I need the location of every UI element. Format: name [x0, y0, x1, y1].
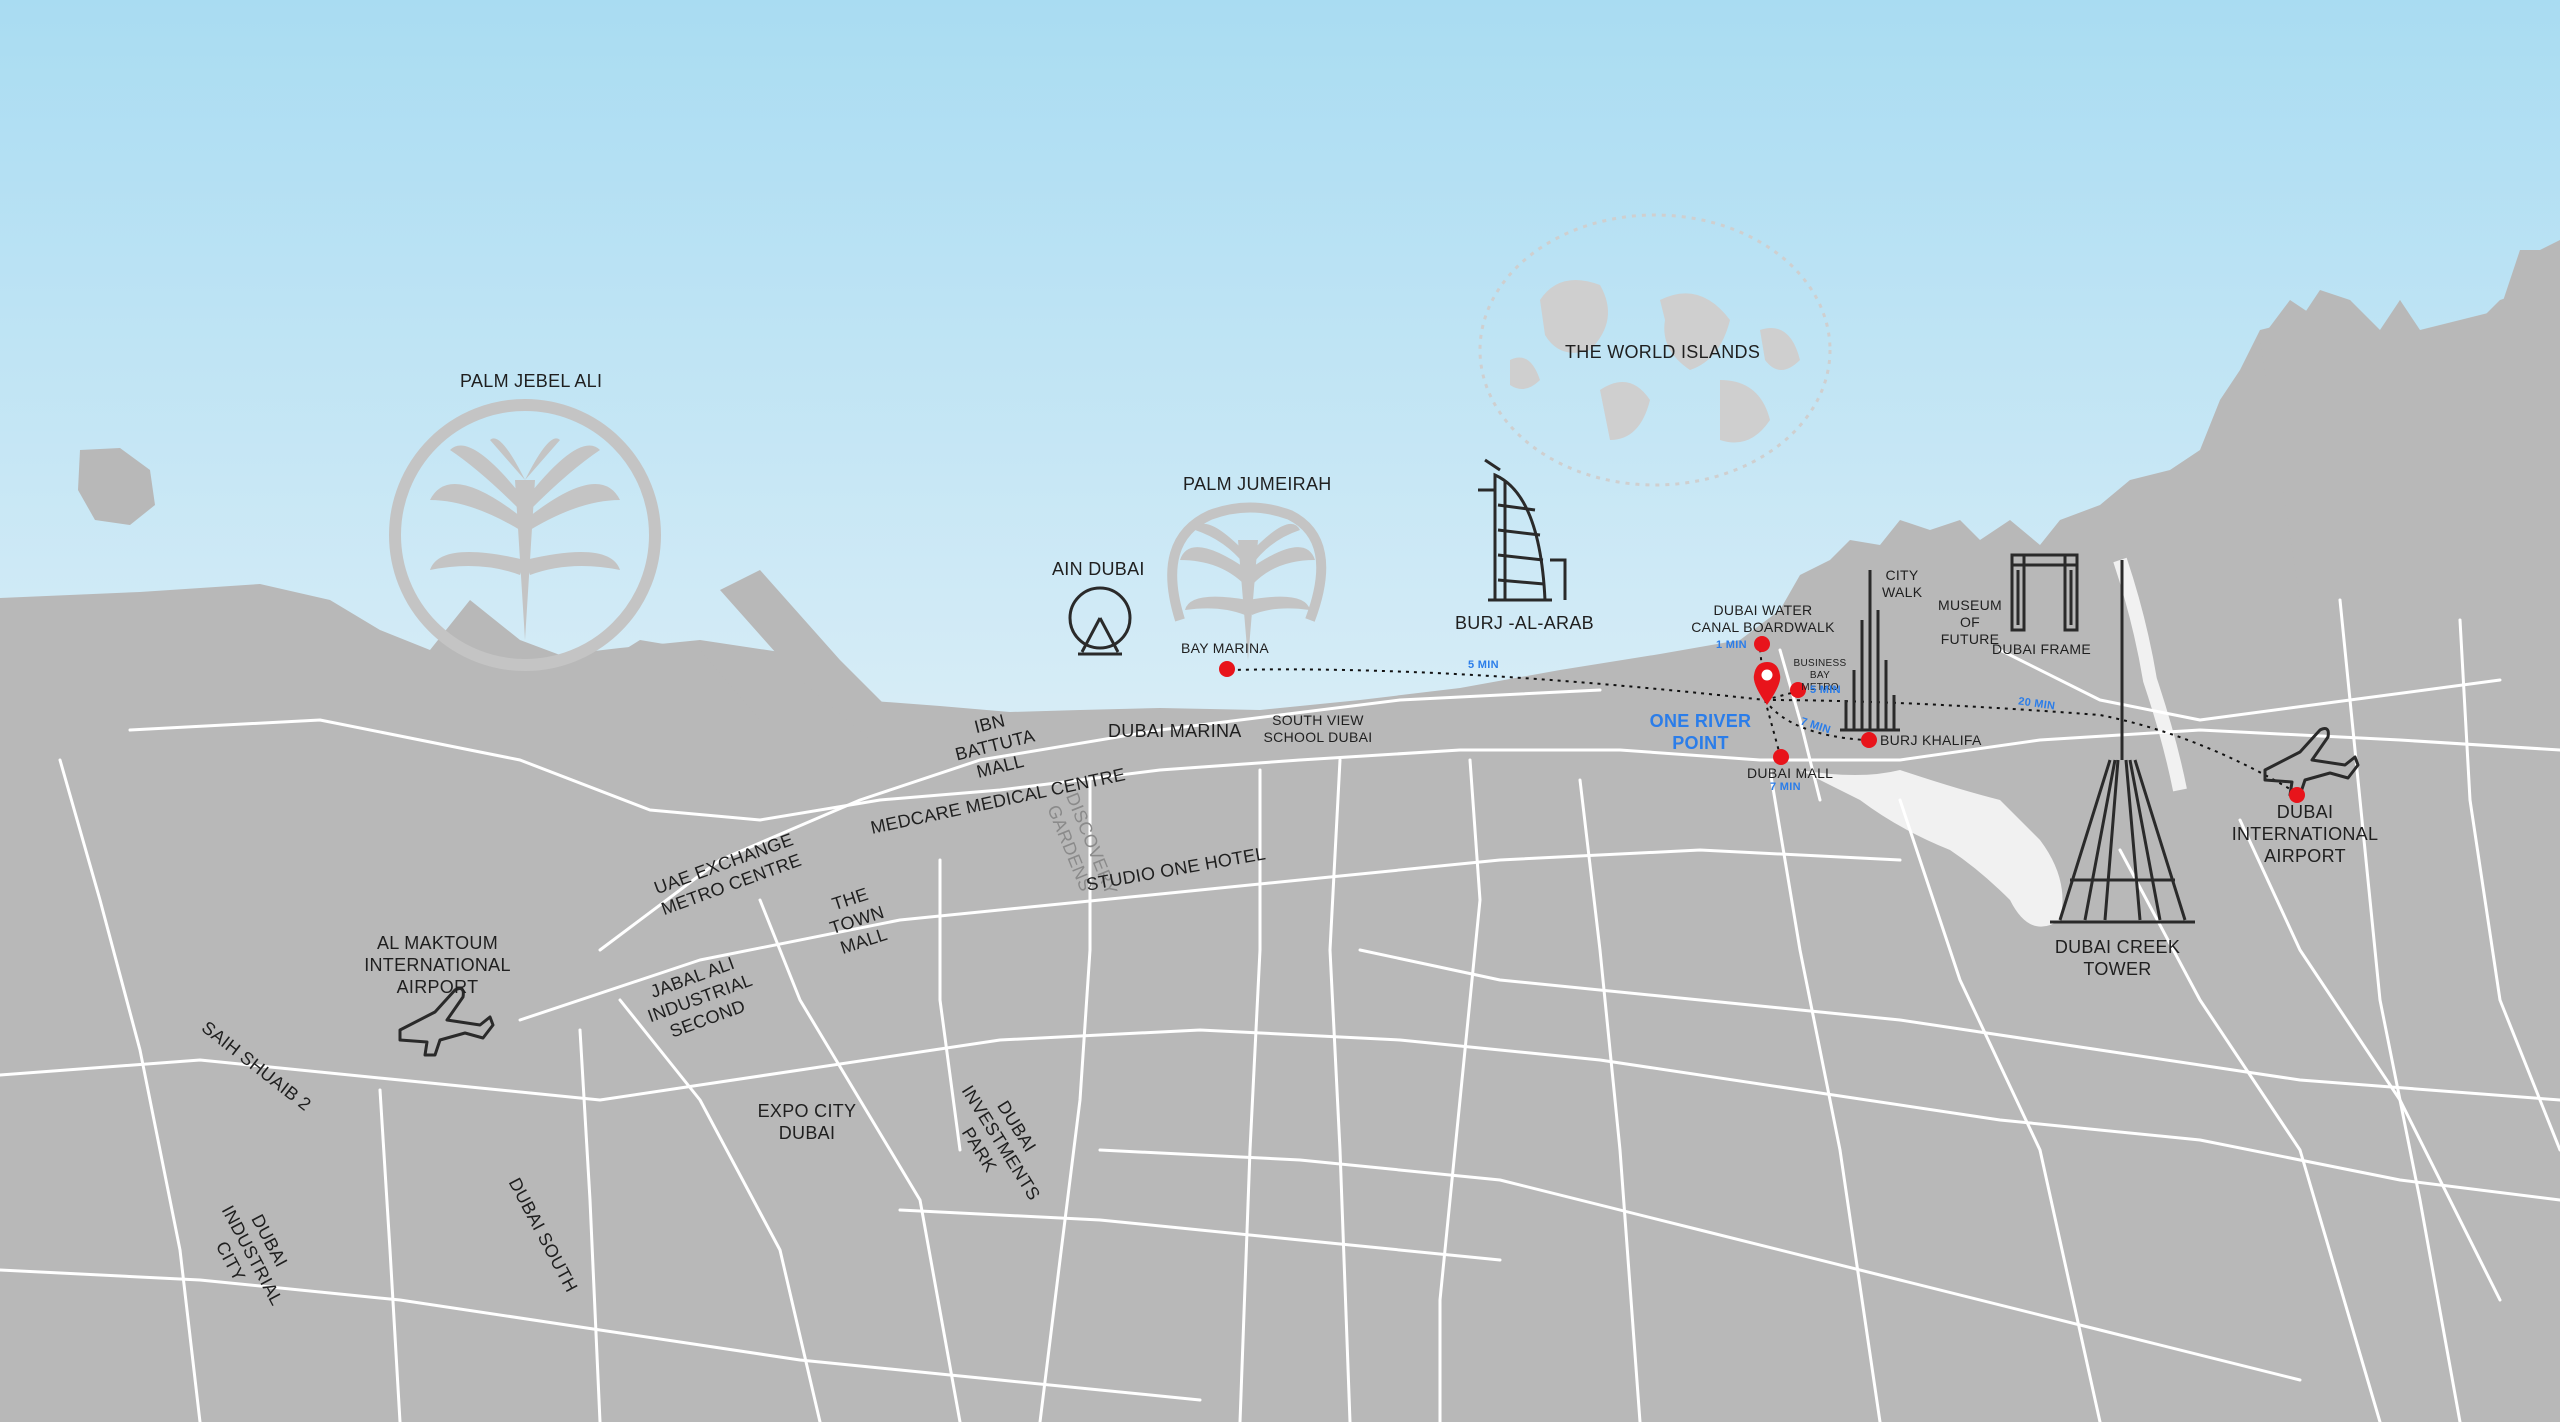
burj-khalifa-icon	[1840, 570, 1900, 732]
one-river-point-pin[interactable]	[1753, 662, 1781, 705]
marker-burj-khalifa[interactable]	[1861, 732, 1877, 748]
palm-jebel-ali-fronds	[430, 438, 620, 640]
marker-bay-marina[interactable]	[1219, 661, 1235, 677]
ain-dubai-icon	[1068, 586, 1132, 656]
deira-coast	[2260, 300, 2560, 600]
burj-al-arab-icon	[1478, 458, 1567, 602]
label-dubai-marina: DUBAI MARINA	[1108, 721, 1242, 741]
label-dubai-frame: DUBAI FRAME	[1992, 641, 2091, 657]
label-ain-dubai: AIN DUBAI	[1052, 559, 1145, 579]
marker-dubai-airport[interactable]	[2289, 787, 2305, 803]
label-south-view-school: SOUTH VIEW SCHOOL DUBAI	[1263, 712, 1373, 745]
al-maktoum-plane-icon	[398, 987, 495, 1057]
dubai-creek-tower-icon	[2050, 560, 2195, 924]
world-islands-shape	[1478, 213, 1832, 487]
dubai-frame-icon	[2010, 553, 2079, 632]
label-museum-of-future: MUSEUM OF FUTURE	[1937, 597, 2003, 647]
label-business-bay-metro: BUSINESS BAY METRO	[1793, 658, 1847, 693]
label-dubai-intl-airport: DUBAI INTERNATIONAL AIRPORT	[2231, 802, 2379, 866]
time-dubai-mall: 7 MIN	[1770, 781, 1801, 793]
label-bay-marina: BAY MARINA	[1181, 640, 1270, 656]
label-burj-al-arab: BURJ -AL-ARAB	[1455, 613, 1594, 633]
creek-upper	[2113, 557, 2187, 792]
north-headland	[2330, 300, 2420, 380]
al-mamzar	[2470, 290, 2545, 370]
marker-dubai-mall[interactable]	[1773, 749, 1789, 765]
label-palm-jumeirah: PALM JUMEIRAH	[1183, 474, 1332, 494]
label-expo-city: EXPO CITY DUBAI	[757, 1101, 857, 1143]
mainland	[0, 240, 2560, 1422]
small-island-nw	[78, 448, 155, 525]
road-network	[0, 598, 2560, 1422]
port-breakwater	[720, 570, 900, 740]
time-bay-marina: 5 MIN	[1468, 659, 1499, 671]
palm-jumeirah-fronds	[1180, 523, 1315, 660]
label-world-islands: THE WORLD ISLANDS	[1565, 342, 1761, 362]
dubai-creek	[1800, 770, 2063, 927]
jebel-ali-port	[560, 640, 820, 830]
location-markers	[1219, 636, 2305, 803]
label-dubai-creek-tower: DUBAI CREEK TOWER	[2054, 937, 2181, 979]
palm-jumeirah-shape	[1167, 502, 1327, 622]
label-palm-jebel-ali: PALM JEBEL ALI	[460, 371, 603, 391]
time-metro: 5 MIN	[1810, 684, 1841, 696]
marker-water-canal[interactable]	[1754, 636, 1770, 652]
palm-jebel-ali-shape	[389, 399, 661, 671]
label-burj-khalifa: BURJ KHALIFA	[1880, 732, 1982, 748]
label-one-river-point: ONE RIVER POINT	[1649, 711, 1752, 753]
label-dubai-water-canal: DUBAI WATER CANAL BOARDWALK	[1691, 602, 1835, 635]
label-al-maktoum-airport: AL MAKTOUM INTERNATIONAL AIRPORT	[364, 933, 511, 997]
marker-business-bay-metro[interactable]	[1790, 682, 1806, 698]
label-dubai-mall: DUBAI MALL	[1747, 765, 1834, 781]
label-city-walk: CITY WALK	[1882, 567, 1923, 600]
time-canal: 1 MIN	[1716, 639, 1747, 651]
